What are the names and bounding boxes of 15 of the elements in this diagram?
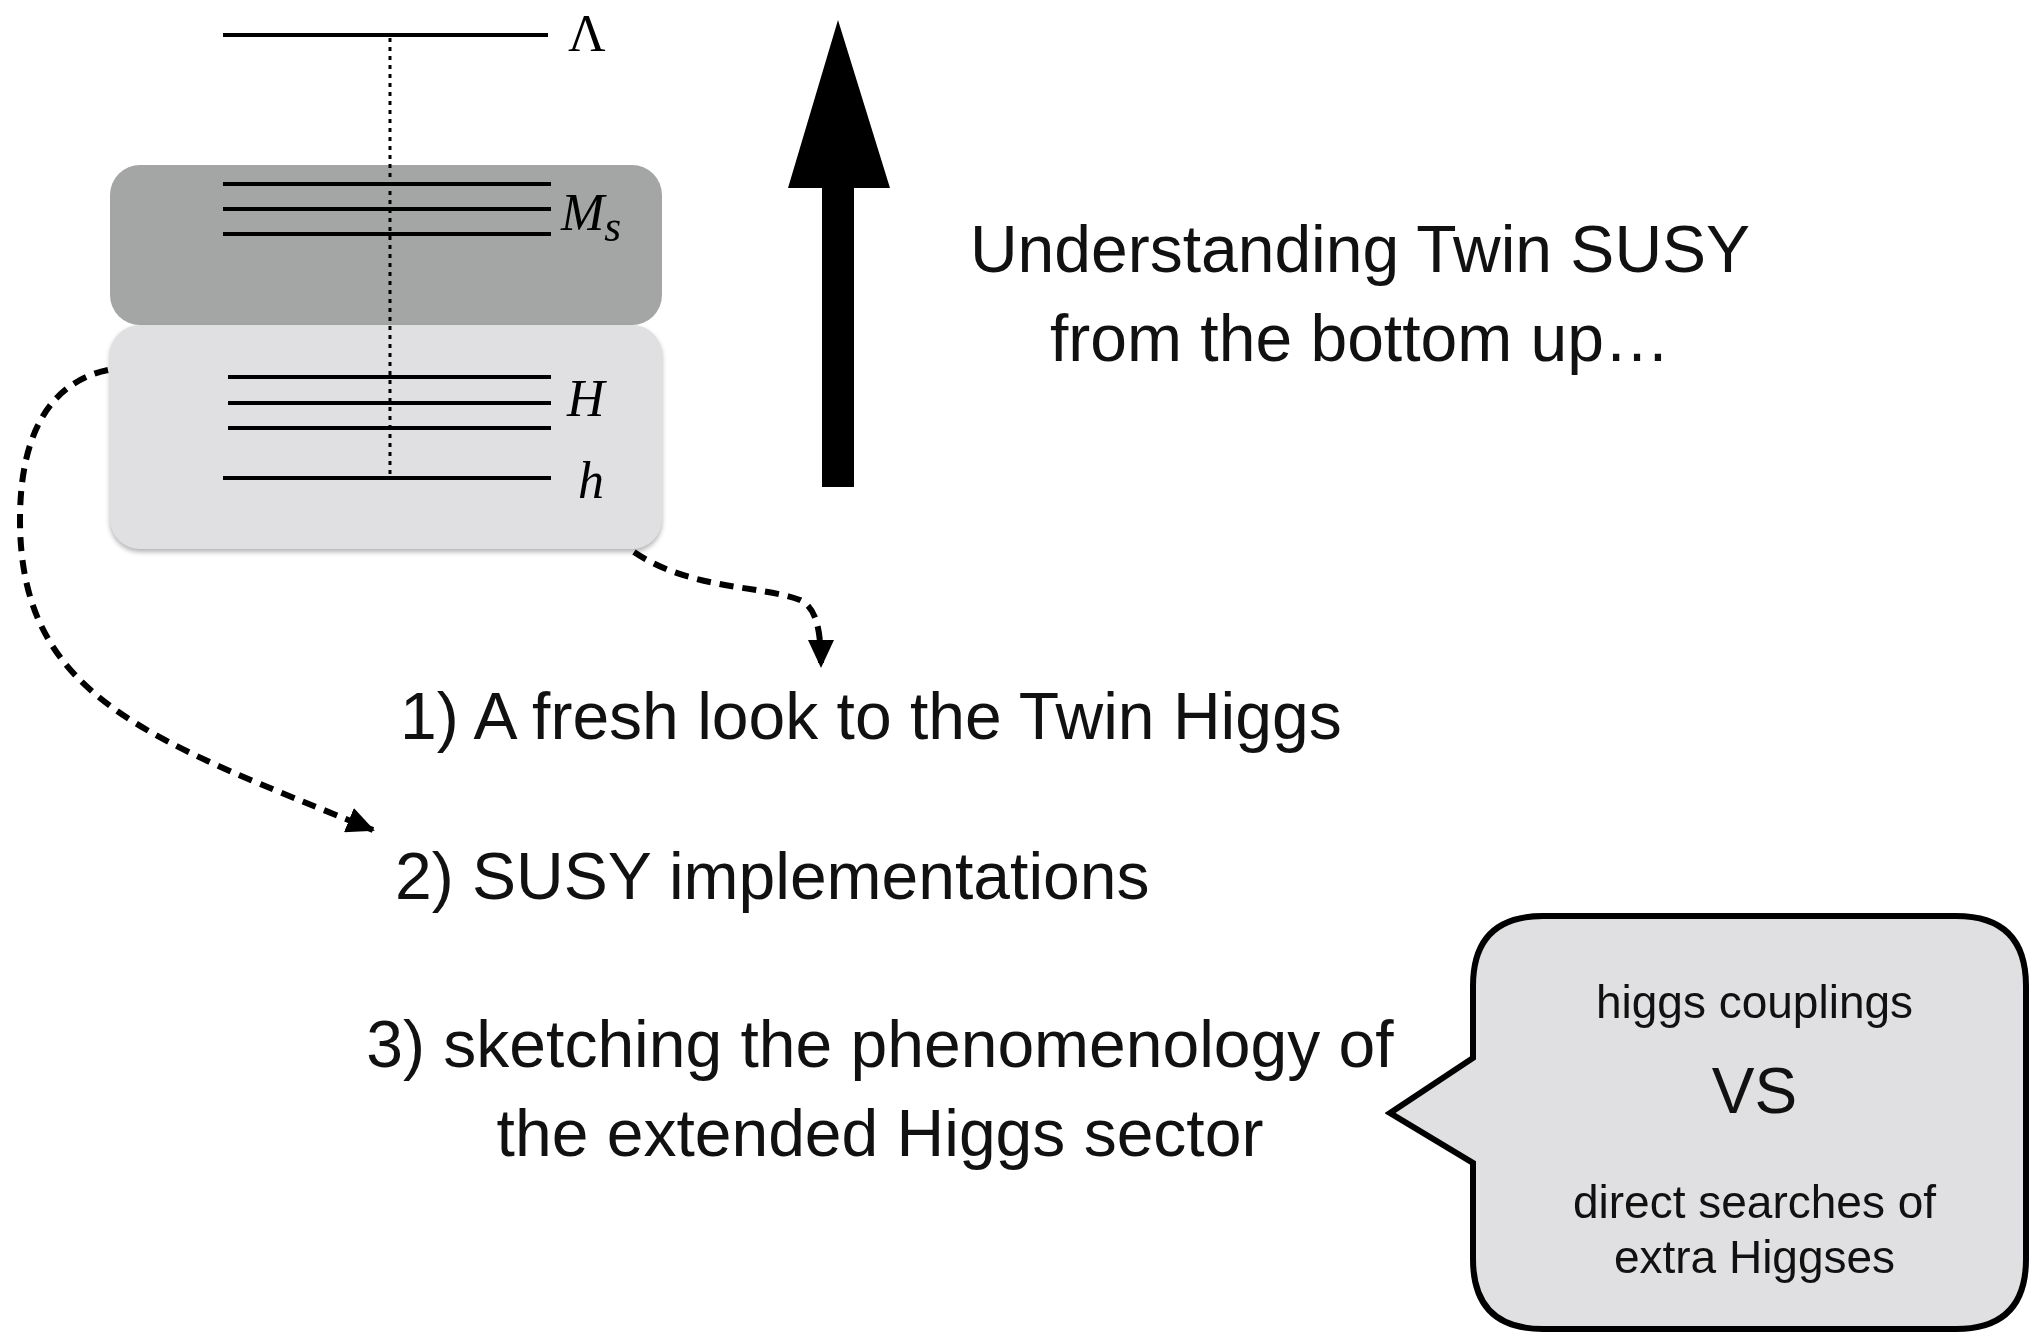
list-item-text: 1) A fresh look to the Twin Higgs [400,678,1342,755]
bubble-text: VS [1710,1054,1799,1129]
list-item-text: 3) sketching the phenomenology of the extended Higgs sector [365,1006,1395,1173]
arrow [17,367,375,833]
energy-band [110,165,662,325]
level-label: M$_{s}$ [561,187,622,249]
list-item-text: 2) SUSY implementations [395,838,1150,915]
arrow [632,549,834,668]
bubble-text: higgs couplings [1594,975,1915,1030]
level-label: H [567,373,605,425]
bubble-text: direct searches of extra Higgses [1571,1175,1938,1286]
heading-text: Understanding Twin SUSY from the bottom up… [968,211,1752,378]
level-label: h [578,455,604,507]
scale-label: Λ [568,8,606,60]
energy-band [110,325,662,549]
